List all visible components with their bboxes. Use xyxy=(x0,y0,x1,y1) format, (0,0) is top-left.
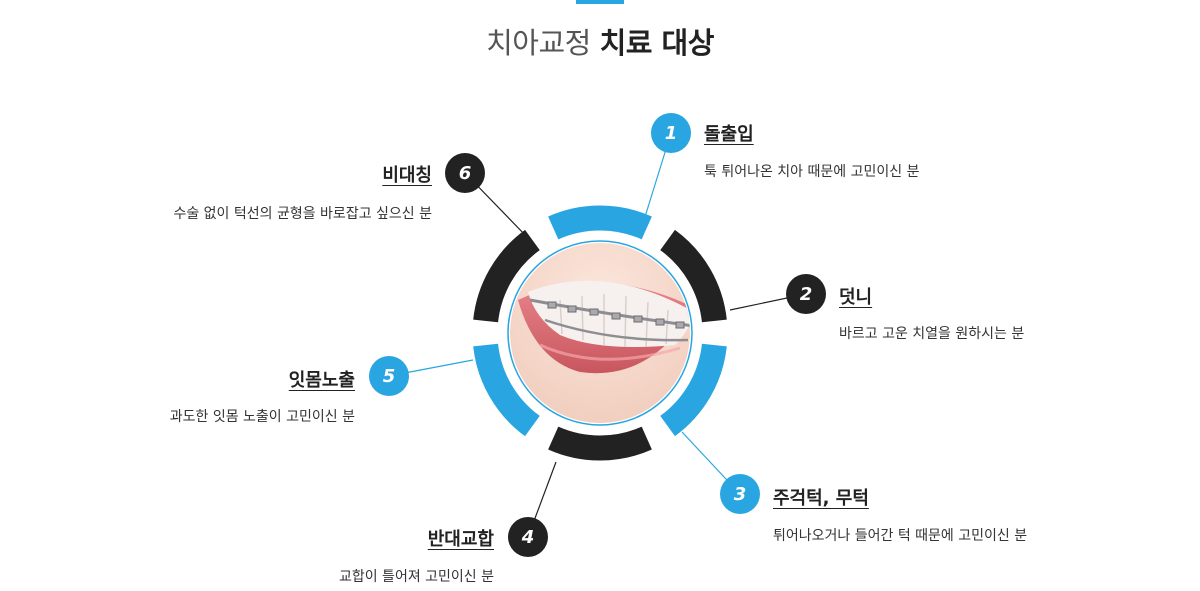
top-accent-bar xyxy=(576,0,624,4)
item-desc-4: 교합이 틀어져 고민이신 분 xyxy=(338,569,494,585)
item-desc-3: 튀어나오거나 들어간 턱 때문에 고민이신 분 xyxy=(773,528,1028,544)
item-label-2[interactable]: 덧니 xyxy=(839,287,873,308)
item-desc-1: 툭 튀어나온 치아 때문에 고민이신 분 xyxy=(704,164,920,180)
ring-segment-3 xyxy=(659,343,727,437)
title-bold: 치료 대상 xyxy=(599,26,715,60)
item-desc-5: 과도한 잇몸 노출이 고민이신 분 xyxy=(169,409,355,425)
ring-segment-4 xyxy=(548,426,652,461)
ring-segment-5 xyxy=(473,343,541,437)
ring-segment-6 xyxy=(473,229,541,323)
item-desc-2: 바르고 고운 치열을 원하시는 분 xyxy=(839,326,1025,342)
item-label-3[interactable]: 주걱턱, 무턱 xyxy=(773,488,869,509)
number-badge-5: 5 xyxy=(369,356,409,396)
smile-with-braces-photo xyxy=(510,243,690,423)
ring-segment-1 xyxy=(548,205,652,240)
ring-segments xyxy=(473,205,727,461)
ring-segment-2 xyxy=(659,229,727,323)
number-badge-4: 4 xyxy=(508,517,548,557)
page-title: 치아교정 치료 대상 xyxy=(0,20,1200,62)
number-badge-6: 6 xyxy=(445,153,485,193)
number-badge-1: 1 xyxy=(651,113,691,153)
item-label-1[interactable]: 돌출입 xyxy=(704,124,754,145)
item-label-4[interactable]: 반대교합 xyxy=(427,529,494,550)
title-light: 치아교정 xyxy=(486,26,591,60)
number-badge-2: 2 xyxy=(786,274,826,314)
number-badge-3: 3 xyxy=(720,474,760,514)
item-label-6[interactable]: 비대칭 xyxy=(382,165,432,186)
item-label-5[interactable]: 잇몸노출 xyxy=(288,370,355,391)
item-desc-6: 수술 없이 턱선의 균형을 바로잡고 싶으신 분 xyxy=(173,206,432,222)
